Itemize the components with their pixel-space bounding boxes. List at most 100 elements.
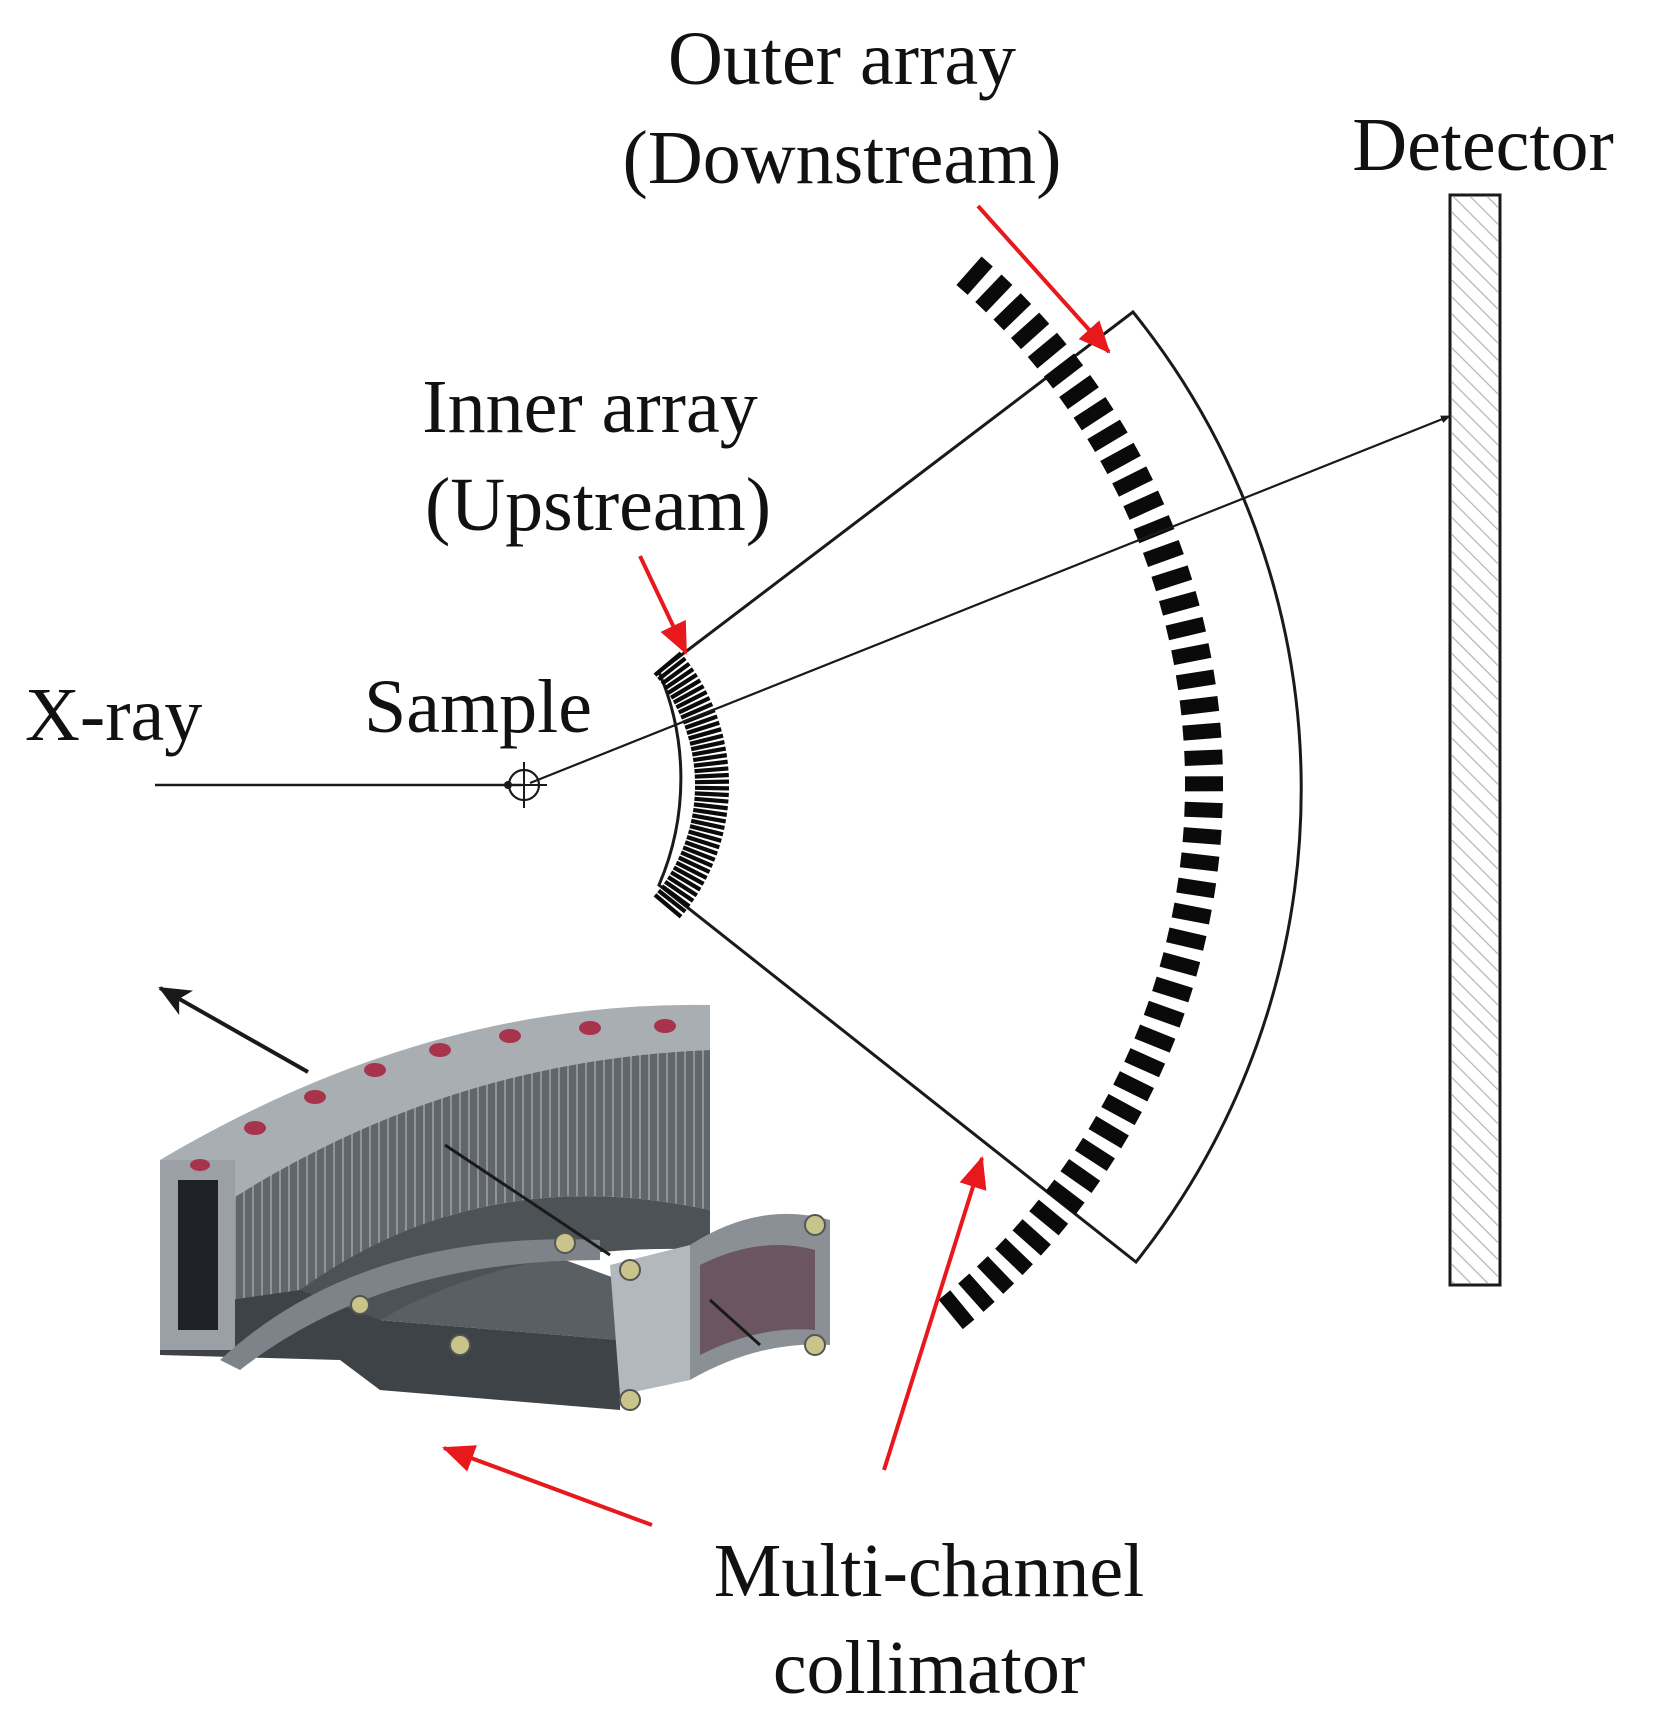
inner-array-blade bbox=[675, 690, 708, 710]
outer-array-blade bbox=[1184, 776, 1224, 792]
outer-array-blade bbox=[1101, 1093, 1142, 1126]
outer-array-blade bbox=[1043, 353, 1084, 389]
red-pointer-arrows bbox=[442, 204, 1111, 1527]
outer-array-blade bbox=[1100, 442, 1141, 475]
inner-array-blade bbox=[663, 879, 695, 903]
sample-marker bbox=[501, 762, 547, 808]
outer-array-blade bbox=[1184, 801, 1223, 819]
inner-array-blade bbox=[670, 870, 702, 892]
inner-array-blade bbox=[660, 662, 691, 686]
outer-array-blade bbox=[1175, 669, 1216, 691]
outer-array-blades bbox=[938, 256, 1224, 1330]
outer-array-blade bbox=[956, 256, 993, 295]
inner-array-blade bbox=[694, 785, 730, 791]
inner-array-blade bbox=[675, 860, 708, 880]
outer-array-blade bbox=[1113, 1071, 1154, 1102]
inner-array-blade bbox=[689, 824, 724, 837]
inner-array-blade bbox=[693, 759, 728, 768]
outer-array-blade bbox=[1123, 490, 1165, 520]
outer-array-blade bbox=[1012, 1219, 1051, 1256]
outer-array-blade bbox=[976, 1256, 1015, 1294]
outer-array-blade bbox=[1060, 1158, 1101, 1194]
inner-array-label-line1: Inner array bbox=[422, 365, 757, 449]
inner-array-blade bbox=[686, 720, 720, 736]
collimator-label-line2: collimator bbox=[773, 1626, 1085, 1710]
outer-array-blade bbox=[938, 1290, 975, 1330]
outer-array-blade bbox=[1151, 565, 1193, 592]
detector-label: Detector bbox=[1352, 103, 1614, 187]
inner-array-blade bbox=[687, 727, 722, 741]
outer-array-blade bbox=[1176, 877, 1217, 899]
inner-array-blade bbox=[694, 791, 729, 798]
inner-array-blade bbox=[677, 855, 711, 874]
inner-array-blade bbox=[692, 807, 728, 817]
inner-array-blade bbox=[686, 834, 720, 850]
outer-array-blade bbox=[1112, 466, 1153, 497]
collimator-label-line1: Multi-channel bbox=[714, 1529, 1145, 1613]
inner-array-label-line2: (Upstream) bbox=[425, 463, 771, 547]
inner-array-blade bbox=[680, 702, 714, 720]
inner-array-blade bbox=[672, 684, 705, 705]
inner-array-blade bbox=[657, 888, 687, 914]
inner-array-blade bbox=[684, 714, 718, 730]
inner-array-blade bbox=[690, 818, 725, 831]
detector-plate bbox=[1448, 193, 1502, 1287]
outer-array-blade bbox=[1087, 419, 1128, 452]
outer-array-blade bbox=[975, 274, 1013, 313]
inner-array-blade bbox=[677, 696, 711, 715]
inner-array-blade bbox=[694, 796, 729, 804]
inner-array-blade bbox=[660, 884, 691, 908]
outer-array-blade bbox=[1179, 852, 1220, 872]
xray-label: X-ray bbox=[25, 673, 202, 757]
outer-array-label-line2: (Downstream) bbox=[623, 116, 1062, 200]
inner-array-blade bbox=[694, 766, 729, 774]
inner-array-blade bbox=[667, 672, 698, 695]
collimator-sector-outline bbox=[657, 309, 1303, 1265]
scattered-ray-line bbox=[529, 414, 1451, 785]
outer-array-blade bbox=[1010, 312, 1050, 350]
inner-array-blade bbox=[692, 753, 728, 763]
inner-array-blade bbox=[682, 845, 716, 862]
sample-label: Sample bbox=[364, 665, 592, 749]
inner-array-blade bbox=[694, 772, 729, 779]
outer-array-blade bbox=[958, 1273, 995, 1312]
outer-array-blade bbox=[1027, 332, 1067, 369]
outer-array-blade bbox=[1134, 1024, 1176, 1053]
inner-array-blade bbox=[657, 656, 687, 682]
outer-array-blade bbox=[1171, 643, 1212, 666]
collimator-3d-rendering bbox=[160, 1004, 830, 1411]
outer-array-label-line1: Outer array bbox=[668, 17, 1016, 101]
rendering-pointer-arrow bbox=[158, 986, 309, 1074]
outer-array-blade bbox=[1182, 722, 1222, 741]
outer-array-blade bbox=[1179, 696, 1220, 716]
inner-array-blade bbox=[663, 667, 695, 691]
outer-array-blade bbox=[993, 293, 1032, 331]
inner-array-pointer-arrow bbox=[638, 555, 688, 655]
outer-array-blade bbox=[1073, 397, 1114, 431]
collimator-pointer-arrow-rendering bbox=[442, 1445, 653, 1527]
inner-array-blade bbox=[694, 779, 730, 785]
outer-array-blade bbox=[1166, 927, 1207, 951]
outer-array-blade bbox=[1133, 515, 1175, 544]
inner-array-blade bbox=[667, 875, 698, 898]
inner-array-blade bbox=[691, 813, 727, 824]
inner-array-blade bbox=[689, 733, 724, 746]
inner-array-blade bbox=[672, 865, 705, 886]
inner-array-blade bbox=[693, 802, 728, 811]
outer-array-blade bbox=[1152, 976, 1193, 1003]
outer-array-blade bbox=[1059, 374, 1099, 410]
outer-array-blade bbox=[1029, 1199, 1069, 1236]
inner-array-blade bbox=[687, 829, 722, 843]
inner-array-blade bbox=[684, 840, 718, 856]
outer-array-blade bbox=[1184, 749, 1223, 766]
outer-array-blade bbox=[1171, 902, 1212, 925]
inner-array-blade bbox=[691, 746, 727, 757]
outer-array-blade bbox=[1143, 1000, 1185, 1028]
inner-array-blade bbox=[653, 893, 683, 919]
outer-array-blade bbox=[1142, 539, 1184, 568]
outer-array-blade bbox=[1074, 1137, 1115, 1172]
outer-array-blade bbox=[1165, 616, 1207, 641]
outer-array-blade bbox=[1124, 1048, 1166, 1078]
outer-array-pointer-arrow bbox=[976, 204, 1111, 354]
